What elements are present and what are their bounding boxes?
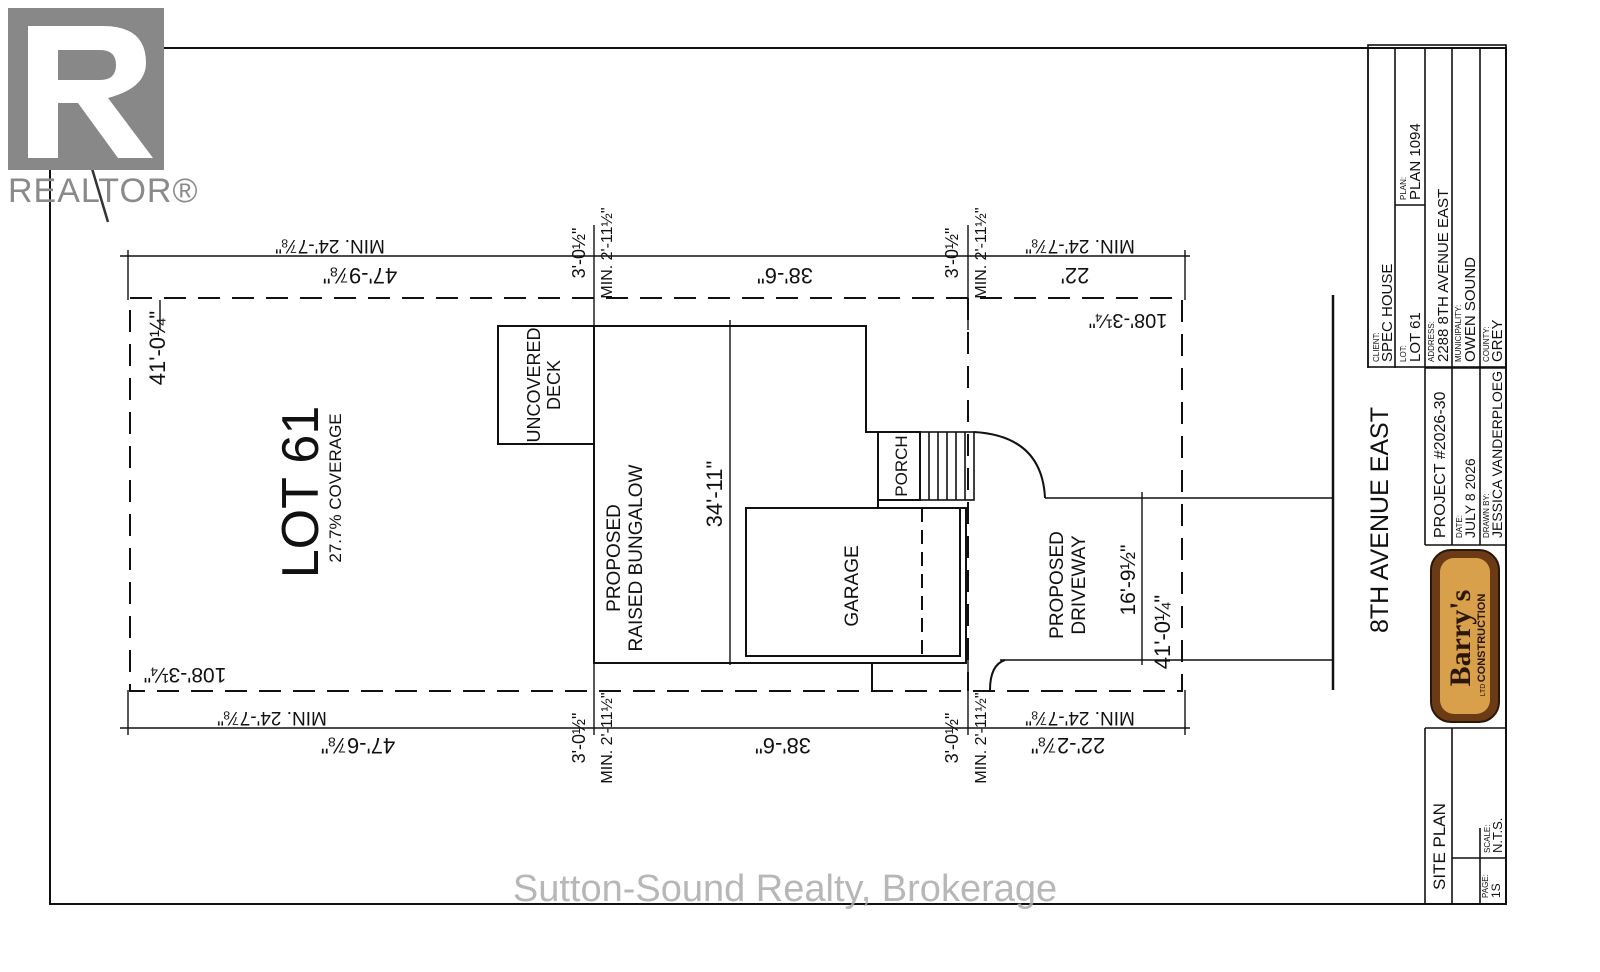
walkway-curve: [973, 431, 1046, 499]
county-value: GREY: [1489, 319, 1506, 362]
page-label: PAGE:: [1481, 874, 1490, 898]
dim-house-depth: 34'-11": [702, 461, 727, 528]
dim-bot-min-right: MIN. 24'-7⅞": [1025, 707, 1135, 728]
garage-label: GARAGE: [842, 545, 863, 626]
plan-label: PLAN:: [1399, 177, 1408, 200]
dim-top-side-right: 3'-0½": [942, 228, 962, 279]
street-label: 8TH AVENUE EAST: [1366, 407, 1394, 633]
dim-top-min-side-left: MIN. 2'-11½": [599, 207, 616, 298]
dim-top-min-left: MIN. 24'-7⅞": [275, 235, 385, 256]
dim-bot-side-right: 3'-0½": [942, 713, 962, 764]
dim-top-min-side-right: MIN. 2'-11½": [973, 207, 990, 298]
dim-top-side-left: 3'-0½": [569, 228, 589, 279]
porch-label: PORCH: [892, 435, 911, 496]
drawn-by-value: JESSICA VANDERPLOEG: [1489, 371, 1505, 538]
page-value: 1S: [1489, 883, 1503, 898]
driveway-label-1: PROPOSED: [1047, 531, 1068, 639]
bungalow-label-1: PROPOSED: [604, 504, 625, 612]
dim-bot-min-side-right: MIN. 2'-11½": [973, 692, 990, 783]
drawing-border: [49, 47, 1507, 905]
bungalow-label-2: RAISED BUNGALOW: [626, 465, 647, 652]
porch-stairs: [919, 431, 975, 501]
municipality-value: OWEN SOUND: [1462, 257, 1479, 362]
scale-value: N.T.S.: [1490, 818, 1505, 853]
dim-top-front: 22': [1061, 263, 1090, 288]
lot-boundary: [129, 297, 1183, 692]
dim-top-left-setback: 47'-9⅞": [323, 263, 397, 288]
address-label: ADDRESS:: [1427, 321, 1436, 362]
date-value: JULY 8 2026: [1462, 458, 1478, 538]
lot-coverage: 27.7% COVERAGE: [326, 413, 345, 562]
brokerage-watermark: Sutton-Sound Realty, Brokerage: [512, 868, 1058, 910]
garage-outline: [745, 507, 961, 657]
client-label: CLIENT:: [1372, 332, 1381, 362]
scale-label: SCALE:: [1483, 825, 1492, 853]
driveway-apron: [871, 659, 1006, 691]
address-value: 2288 8TH AVENUE EAST: [1435, 189, 1452, 362]
drawn-by-label: DRAWN BY:: [1482, 493, 1491, 538]
dimension-lines: [120, 225, 1190, 735]
dim-top-min-right: MIN. 24'-7⅞": [1025, 235, 1135, 256]
municipality-label: MUNICIPALITY:: [1454, 305, 1463, 362]
plan-value: PLAN 1094: [1407, 123, 1424, 200]
realtor-r-logo-icon: [8, 8, 164, 170]
dimension-labels: MIN. 24'-7⅞" 47'-9⅞" 3'-0½" MIN. 2'-11½"…: [144, 207, 1175, 783]
company-logo: Barry's CONSTRUCTION LTD: [1430, 549, 1500, 723]
realtor-logo: [8, 8, 178, 213]
client-value: SPEC HOUSE: [1379, 264, 1396, 362]
dim-driveway-width: 16'-9½": [1117, 544, 1140, 615]
dim-lot-depth-bottom: 108'-3¼": [144, 663, 227, 686]
dim-bot-min-left: MIN. 24'-7⅞": [217, 707, 327, 728]
realtor-wordmark: REALTOR®: [8, 172, 199, 210]
dim-top-house: 38'-6": [757, 263, 813, 288]
dim-lot-width-left: 41'-0¼": [145, 311, 170, 385]
lot-value: LOT 61: [1407, 312, 1424, 362]
dim-bot-min-side-left: MIN. 2'-11½": [599, 692, 616, 783]
dim-bot-side-left: 3'-0½": [569, 713, 589, 764]
company-name: Barry's: [1444, 590, 1477, 687]
lot-title: LOT 61: [272, 406, 330, 578]
title-block-frame: [1367, 44, 1507, 904]
date-label: DATE:: [1455, 515, 1464, 538]
dim-lot-width-right: 41'-0¼": [1150, 595, 1175, 669]
dim-bot-left-setback: 47'-6⅞": [321, 733, 395, 758]
company-construction: CONSTRUCTION: [1476, 594, 1488, 683]
county-label: COUNTY:: [1482, 326, 1491, 362]
building-labels: LOT 61 27.7% COVERAGE UNCOVERED DECK PRO…: [272, 327, 1394, 651]
project-number: PROJECT #2026-30: [1432, 391, 1449, 538]
lot-label: LOT:: [1399, 345, 1408, 362]
company-ltd: LTD: [1480, 684, 1487, 697]
deck-label-2: DECK: [544, 360, 564, 410]
deck-outline: [497, 325, 595, 445]
driveway-label-2: DRIVEWAY: [1069, 535, 1090, 635]
dim-bot-house: 38'-6": [755, 733, 811, 758]
dim-bot-front: 22'-2⅞": [1031, 733, 1105, 758]
deck-label-1: UNCOVERED: [524, 327, 544, 442]
dim-lot-depth-top: 108'-3¼": [1089, 309, 1168, 331]
title-block-text: CLIENT: SPEC HOUSE PLAN: PLAN 1094 LOT: …: [1372, 123, 1506, 898]
sheet-title: SITE PLAN: [1430, 803, 1449, 890]
